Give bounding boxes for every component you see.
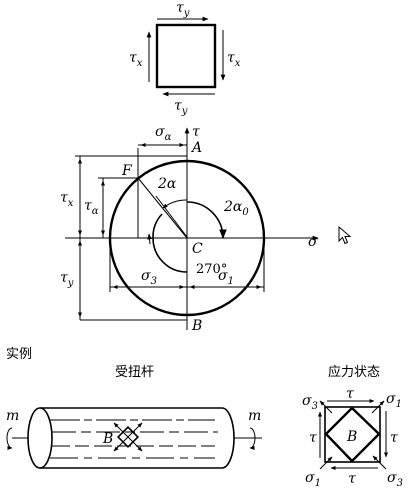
sigma-alpha-label: σα (155, 124, 172, 143)
shaft-element-arrow (113, 422, 129, 438)
arc-2alpha0 (186, 201, 227, 239)
tau-alpha-label: τα (84, 198, 99, 217)
sigma-1-label: σ1 (218, 268, 234, 287)
point-a-label: A (190, 140, 202, 156)
torsion-shaft: m m B (6, 407, 262, 469)
shaft-end-left (27, 407, 53, 469)
moment-right-label: m (248, 408, 261, 424)
shaft-element-arrow (127, 436, 143, 452)
point-f-label: F (121, 163, 133, 179)
point-b-label: B (191, 318, 202, 334)
moment-right-arrow (249, 427, 256, 450)
state-sigma1-tr-label: σ1 (386, 391, 402, 410)
shaft-point-b-label: B (102, 431, 113, 447)
state-point-b-label: B (346, 429, 357, 445)
tau-y-top-label: τy (176, 0, 190, 19)
arc-2alpha (162, 199, 188, 209)
radius-cf-2 (155, 195, 188, 238)
state-tau-top-label: τ (346, 386, 354, 402)
mouse-cursor-icon (338, 226, 352, 245)
tau-axis-label: τ (192, 124, 200, 140)
angle-2alpha0-label: 2α0 (223, 199, 249, 218)
tau-y-bottom-label: τy (174, 98, 188, 117)
element-square (155, 23, 217, 89)
example-heading: 实例 (6, 347, 32, 362)
shaft-element-arrow (113, 436, 129, 452)
moment-left-arrow (6, 427, 13, 450)
state-diamond (324, 406, 381, 463)
arc-270-arrow (147, 233, 152, 245)
state-sigma1-bl-label: σ1 (305, 470, 321, 489)
state-tau-bottom-label: τ (348, 471, 356, 487)
sigma-3-label: σ3 (141, 268, 157, 287)
sigma-axis-label: σ (308, 234, 318, 250)
angle-2alpha-label: 2α (157, 176, 177, 192)
tau-x-left-label: τx (129, 50, 143, 69)
tau-y-label: τy (60, 270, 74, 289)
center-c-label: C (192, 241, 203, 257)
top-stress-element: τy τy τx τx (129, 0, 241, 117)
sigma3-tl-arrow (319, 400, 333, 414)
sigma1-bl-arrow (319, 456, 333, 470)
state-tau-left-label: τ (309, 430, 317, 446)
sigma3-br-arrow (372, 455, 387, 470)
stress-state-element: σ3 τ σ1 τ τ B σ1 τ σ3 (302, 386, 403, 489)
shaft-body (40, 407, 235, 469)
tau-x-label: τx (60, 190, 74, 209)
moment-left-label: m (6, 408, 19, 424)
shaft-title: 受扭杆 (115, 365, 154, 380)
radius-cf (137, 177, 188, 239)
angle-270-label: 270° (196, 262, 227, 277)
sigma1-tr-arrow (371, 400, 385, 414)
tau-x-right-label: τx (227, 50, 241, 69)
stress-state-title: 应力状态 (328, 364, 380, 380)
state-tau-right-label: τ (390, 430, 398, 446)
state-sigma3-tl-label: σ3 (302, 393, 318, 412)
shaft-element-arrow (127, 422, 143, 438)
mohr-circle-diagram: σα τ A F 2α 2α0 C 270° σ τx τα τy σ3 σ1 … (60, 124, 319, 334)
arc-270 (152, 213, 188, 273)
state-sigma3-br-label: σ3 (387, 470, 403, 489)
